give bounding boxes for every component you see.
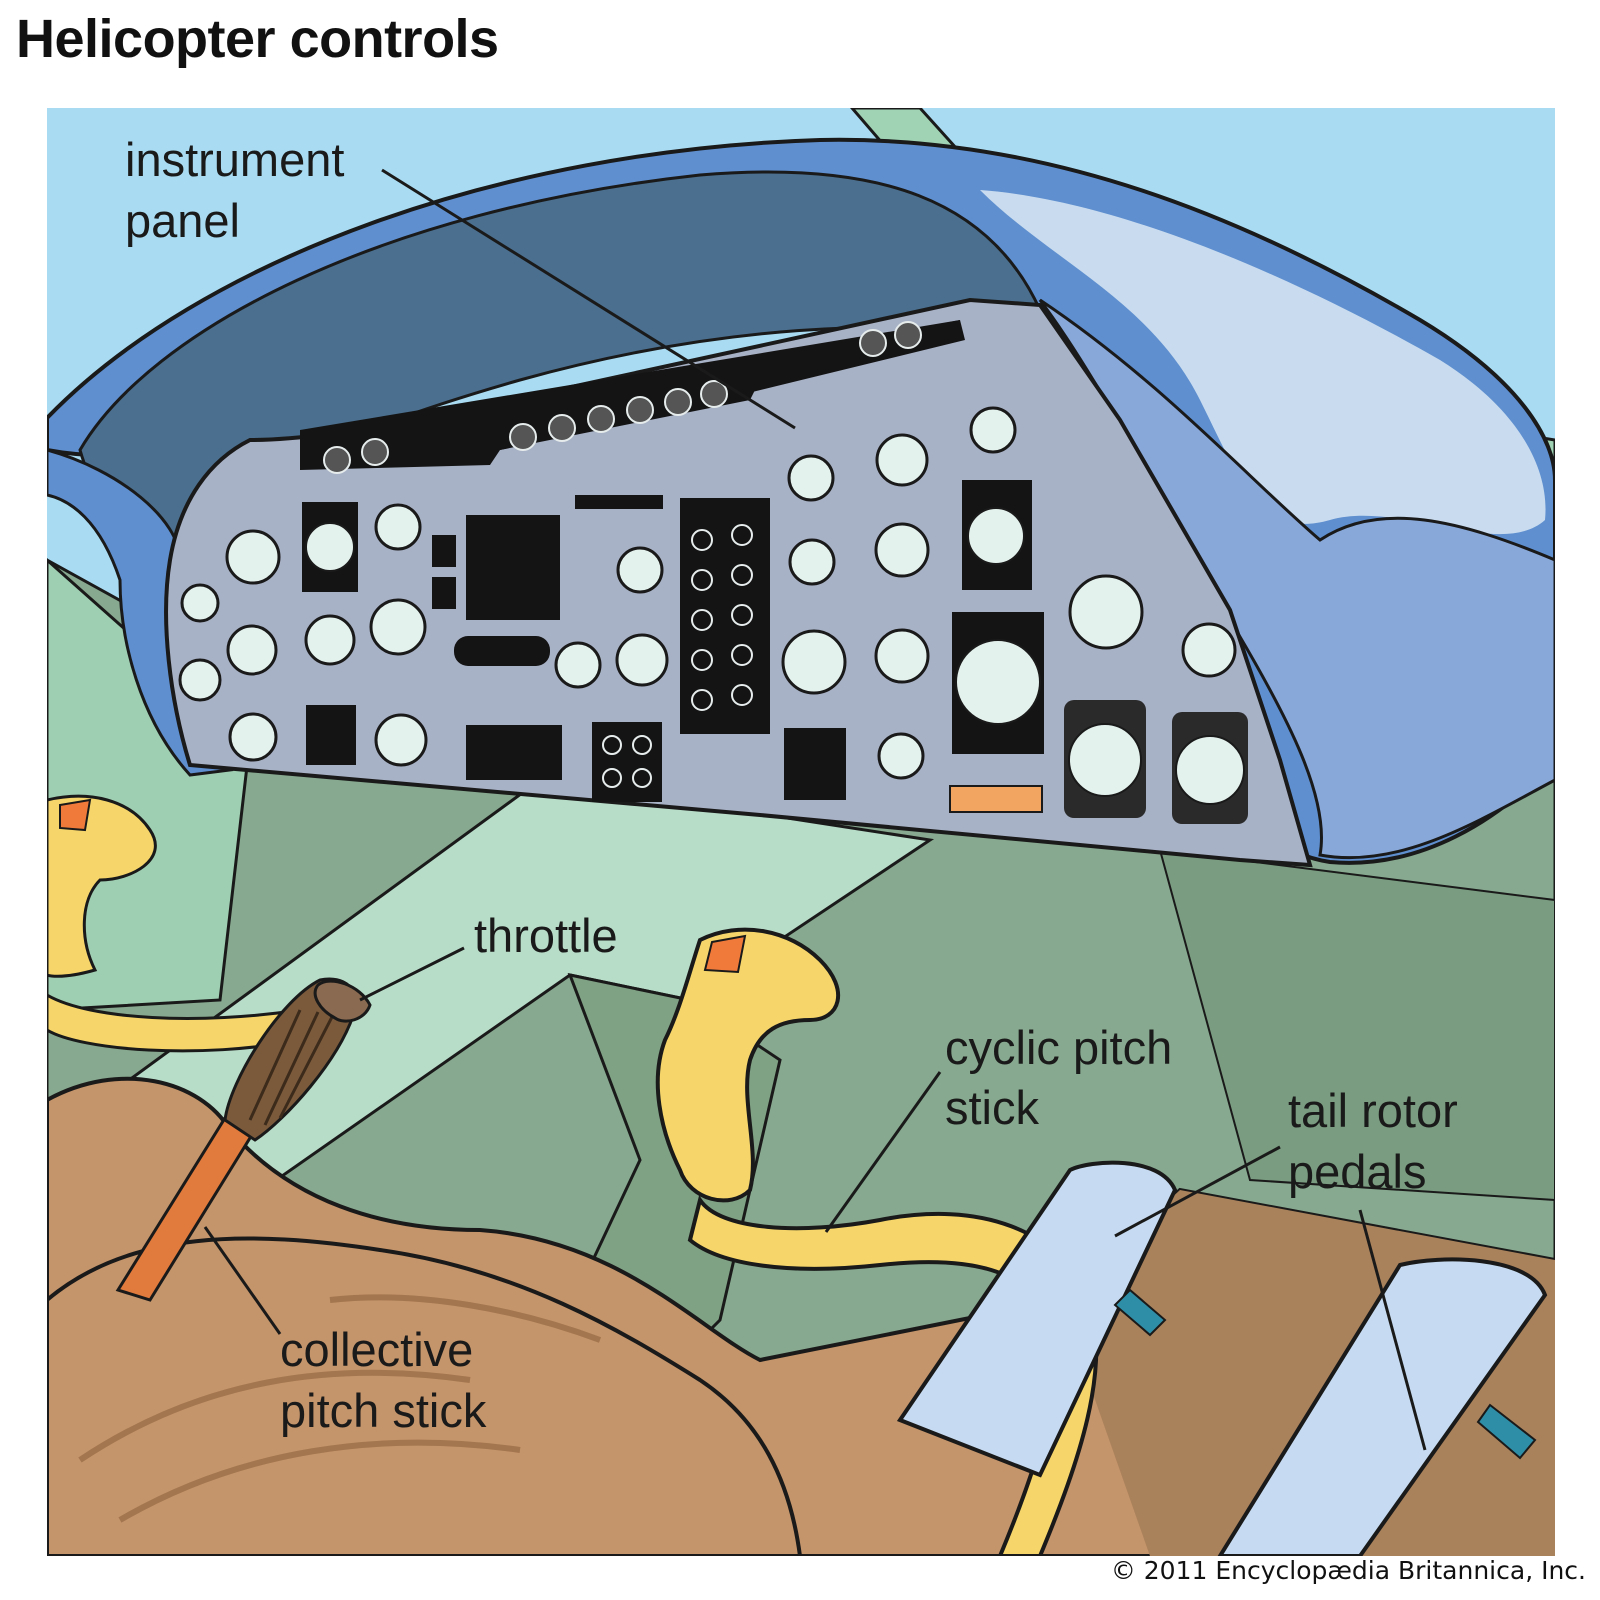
copilot-grip-button [60,800,90,830]
copyright-credit: © 2011 Encyclopædia Britannica, Inc. [1111,1556,1586,1585]
warning-light-strip [950,786,1042,812]
label-throttle: throttle [474,909,618,962]
